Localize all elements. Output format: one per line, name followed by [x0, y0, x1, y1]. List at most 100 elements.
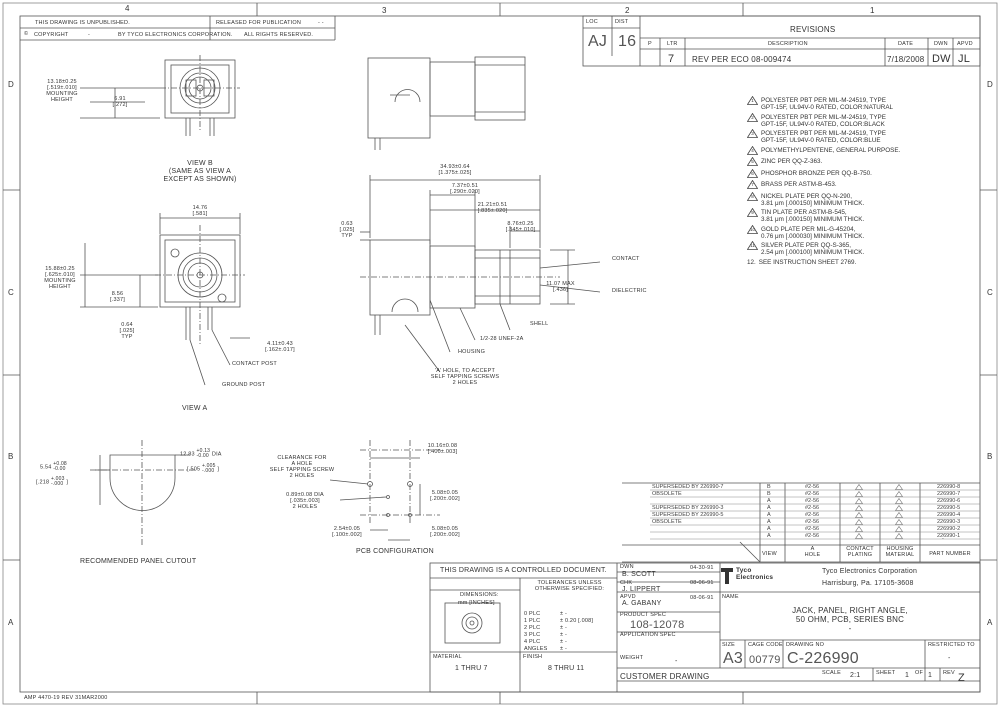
application-spec-label: APPLICATION SPEC [620, 632, 676, 638]
a-tail-dim: 4.11±0.43[.162±.017] [265, 341, 295, 353]
b-offset-dim: 6.91[.272] [112, 96, 128, 108]
pn-cell-left: OBSOLETE [652, 491, 682, 497]
note-number: 9 [751, 210, 754, 215]
flag-note-icon: 3 [747, 129, 758, 138]
pn-cell-ltr: A [767, 512, 771, 518]
flag-note-icon [854, 497, 864, 507]
revisions-title: REVISIONS [790, 25, 836, 34]
note-number: 6 [751, 170, 754, 176]
pn-cell-pn: 226990-7 [937, 491, 961, 497]
pn-cell-left: SUPERSEDED BY 226990-7 [652, 484, 724, 490]
flag-note-icon: 4 [747, 145, 758, 155]
rev-col-ltr: LTR [667, 41, 678, 47]
note-text: NICKEL PLATE PER QQ-N-290, [761, 192, 852, 200]
dwgno-label: DRAWING NO [786, 642, 825, 648]
dwgno-value: C-226990 [787, 650, 859, 667]
note-text: POLYESTER PBT PER MIL-M-24519, TYPE [761, 97, 886, 104]
copyright-dash: - [88, 32, 91, 38]
note-number: 4 [751, 147, 754, 153]
controlled-doc-text: THIS DRAWING IS A CONTROLLED DOCUMENT. [440, 567, 607, 574]
tolerance-row: 4 PLC± - [524, 639, 567, 645]
housing-label: HOUSING [458, 349, 486, 355]
flag-note-icon: 1 [747, 96, 758, 105]
pn-cell-hole: #2-56 [805, 491, 820, 497]
sheet-value: 1 [905, 672, 910, 679]
pn-cell-left: SUPERSEDED BY 226990-3 [652, 505, 724, 511]
chk-date: 08-06-91 [690, 580, 714, 586]
restricted-value: - [948, 655, 951, 662]
note-text: BRASS PER ASTM-B-453. [761, 181, 837, 188]
tolerance-row: 0 PLC± - [524, 611, 567, 617]
scale-label: SCALE [822, 670, 842, 676]
flag-note-icon: 7 [747, 180, 758, 189]
flag-note-icon: 9 [747, 208, 758, 217]
zone-label-c: C [8, 288, 14, 297]
material-value: 1 THRU 7 [455, 665, 488, 672]
footer-form: AMP 4470-19 REV 31MAR2000 [24, 695, 108, 701]
dimensions-unit: mm [INCHES] [458, 600, 495, 606]
rev-value: Z [958, 672, 965, 684]
note-text: POLYESTER PBT PER MIL-M-24519, TYPE [761, 130, 886, 137]
thread-label: 1/2-28 UNEF-2A [480, 336, 524, 342]
note-text: SILVER PLATE PER QQ-S-365, [761, 242, 852, 249]
dwn-name: B. SCOTT [622, 571, 656, 578]
pn-cell-hole: #2-56 [805, 519, 820, 525]
a-offset-dim: 8.56[.337] [110, 291, 125, 303]
released-text: RELEASED FOR PUBLICATION [216, 20, 302, 26]
note-number: 1 [751, 98, 754, 103]
flag-note-icon [894, 532, 904, 542]
restricted-label: RESTRICTED TO [928, 642, 975, 648]
zone-label-a: A [8, 618, 14, 627]
pn-cell-ltr: A [767, 505, 771, 511]
rev-label: REV [943, 670, 955, 676]
note-text: GPT-15F, UL94V-0 RATED, COLOR:NATURAL [761, 104, 894, 111]
zone-label-b: B [8, 452, 14, 461]
dielectric-label: DIELECTRIC [612, 288, 647, 294]
note-text: POLYESTER PBT PER MIL-M-24519, TYPE [761, 113, 886, 121]
flag-note-icon [894, 525, 904, 535]
pn-cell-pn: 226990-8 [937, 484, 961, 490]
zone-label-2: 2 [625, 6, 630, 15]
pn-cell-ltr: A [767, 519, 771, 525]
flag-note-icon [894, 497, 904, 507]
note-text: 3.81 μm [.000150] MINIMUM THICK. [761, 216, 865, 223]
zone-label-3: 3 [382, 6, 387, 15]
size-label: SIZE [722, 642, 736, 648]
rev-col-apvd: APVD [957, 41, 973, 47]
apvd-name: A. GABANY [622, 600, 662, 607]
panel-flat-dim: 5.54 +0.08-0.00 [40, 461, 67, 472]
note-number: 3 [751, 131, 754, 136]
note-item: 12.SEE INSTRUCTION SHEET 2769. [747, 259, 856, 266]
dist-label: DIST [615, 19, 629, 25]
zone-label-d: D [8, 80, 14, 89]
rev-date: 7/18/2008 [887, 55, 925, 64]
tolerance-row: ANGLES± - [524, 646, 567, 652]
loc-label: LOC [586, 19, 598, 25]
flag-note-icon [894, 511, 904, 521]
unpublished-text: THIS DRAWING IS UNPUBLISHED. [35, 20, 130, 26]
ground-post-label: GROUND POST [222, 382, 266, 388]
note-text: SEE INSTRUCTION SHEET 2769. [758, 258, 857, 266]
size-value: A3 [723, 650, 743, 667]
note-text: 2.54 μm [.000100] MINIMUM THICK. [761, 249, 865, 256]
weight-value: - [675, 658, 678, 665]
company-city: Harrisburg, Pa. 17105-3608 [822, 580, 914, 587]
flag-note-icon [854, 532, 864, 542]
pn-cell-pn: 226990-3 [937, 519, 961, 525]
flag-note-icon [854, 483, 864, 493]
pcb-hole-dim: 0.89±0.08 DIA[.035±.003]2 HOLES [286, 492, 324, 510]
scale-value: 2:1 [850, 672, 861, 679]
